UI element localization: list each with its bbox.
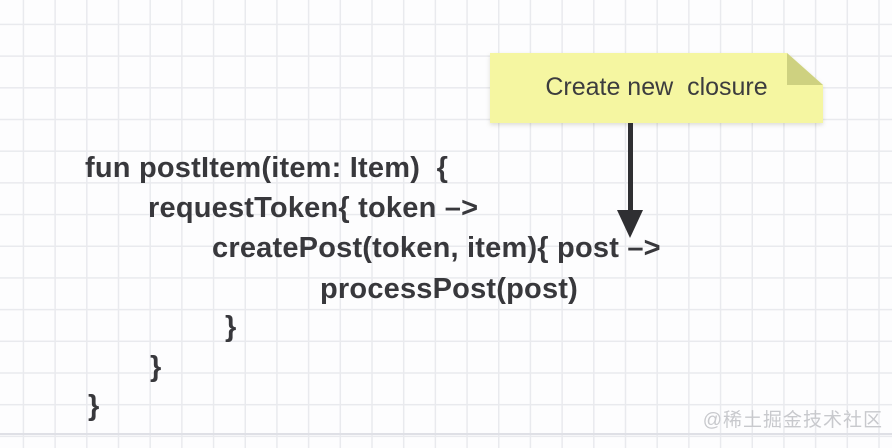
folded-corner-icon bbox=[787, 53, 823, 85]
watermark: @稀土掘金技术社区 bbox=[702, 410, 883, 431]
sticky-note: Create new closure bbox=[490, 53, 823, 123]
arrow-shaft bbox=[628, 123, 633, 213]
code-line: } bbox=[88, 390, 100, 422]
sticky-note-label: Create new closure bbox=[545, 72, 768, 101]
grid-line bbox=[0, 433, 892, 435]
code-line: } bbox=[225, 311, 237, 343]
sticky-note-body: Create new closure bbox=[490, 53, 823, 123]
arrow-head-icon bbox=[617, 210, 643, 238]
code-line: processPost(post) bbox=[320, 273, 578, 305]
code-line: requestToken{ token –> bbox=[148, 192, 479, 224]
code-line: } bbox=[150, 351, 162, 383]
code-line: fun postItem(item: Item) { bbox=[85, 152, 449, 184]
code-line: createPost(token, item){ post –> bbox=[212, 232, 661, 264]
